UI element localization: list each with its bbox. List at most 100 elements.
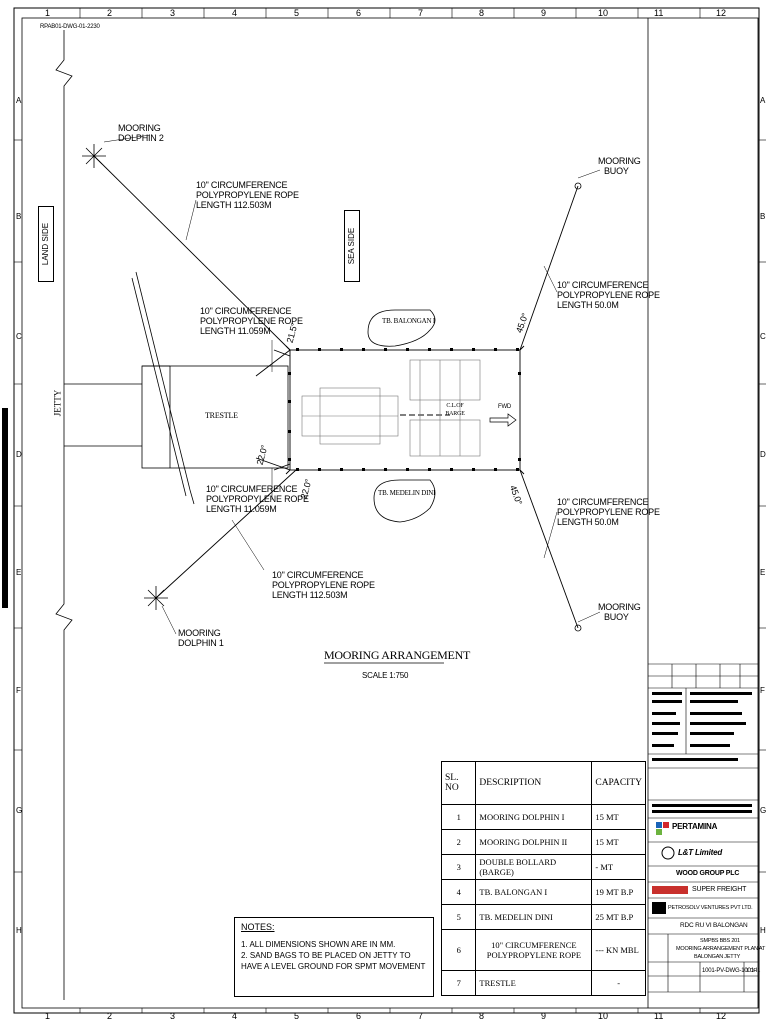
grid-number-5: 5 xyxy=(294,8,300,18)
drawing-number-top: RPAB01-DWG-01-2230 xyxy=(40,24,100,30)
grid-letter-f-right: F xyxy=(760,686,765,695)
rope-callout-spring-top: 10" CIRCUMFERENCE POLYPROPYLENE ROPE LEN… xyxy=(200,306,303,336)
grid-number-1-bottom: 1 xyxy=(45,1011,51,1021)
grid-number-10-bottom: 10 xyxy=(598,1011,609,1021)
row-capacity: - xyxy=(591,970,646,996)
sea-side-label: SEA SIDE xyxy=(344,210,360,282)
header-description: DESCRIPTION xyxy=(475,761,593,805)
rope-callout-line3: LENGTH 50.0M xyxy=(557,517,619,527)
dolphin-1-label-line1: MOORING xyxy=(178,628,221,638)
jetty-label: JETTY xyxy=(52,389,63,417)
rope-callout-line3: LENGTH 11.059M xyxy=(200,326,271,336)
shoreline xyxy=(55,30,73,1000)
row-capacity: - MT xyxy=(591,854,646,880)
grid-number-4: 4 xyxy=(232,8,238,18)
rope-callout-line1: 10" CIRCUMFERENCE xyxy=(272,570,364,580)
trestle-platform xyxy=(141,365,289,469)
row-capacity: 19 MT B.P xyxy=(591,879,646,905)
table-row: 6 10" CIRCUMFERENCE POLYPROPYLENE ROPE -… xyxy=(440,929,646,971)
table-row: 1 MOORING DOLPHIN I 15 MT xyxy=(440,804,646,830)
title-block-text-blocks xyxy=(652,692,752,813)
land-side-label: LAND SIDE xyxy=(38,206,54,282)
rope-callout-dolphin1: 10" CIRCUMFERENCE POLYPROPYLENE ROPE LEN… xyxy=(272,570,375,600)
barge-cargo xyxy=(301,359,481,457)
grid-number-11: 11 xyxy=(654,8,664,18)
row-no: 1 xyxy=(440,804,477,830)
buoy-bottom-label-line2: BUOY xyxy=(604,612,629,622)
grid-letter-a-right: A xyxy=(760,96,766,105)
project-name: RDC RU VI BALONGAN xyxy=(680,922,748,929)
grid-ticks xyxy=(14,8,766,1013)
grid-letter-h: H xyxy=(16,926,22,935)
rope-callout-line1: 10" CIRCUMFERENCE xyxy=(206,484,298,494)
grid-number-7: 7 xyxy=(418,8,424,18)
tugboat-balongan xyxy=(367,309,436,347)
fwd-label: FWD xyxy=(498,404,512,410)
rope-callout-line1: 10" CIRCUMFERENCE xyxy=(196,180,288,190)
trestle-label: TRESTLE xyxy=(205,411,238,420)
grid-letter-d: D xyxy=(16,450,22,459)
mooring-equipment-table: SL. NO DESCRIPTION CAPACITY 1 MOORING DO… xyxy=(440,761,646,996)
note-item-2: 2. SAND BAGS TO BE PLACED ON JETTY TO HA… xyxy=(241,951,426,971)
grid-number-8-bottom: 8 xyxy=(479,1011,485,1021)
grid-letter-a: A xyxy=(16,96,22,105)
rope-callout-line2: POLYPROPYLENE ROPE xyxy=(557,290,660,300)
grid-number-8: 8 xyxy=(479,8,485,18)
dolphin-2-symbol xyxy=(82,144,106,168)
grid-number-6: 6 xyxy=(356,8,362,18)
drawing-desc-2: MOORING ARRANGEMENT PLAN AT xyxy=(676,946,766,952)
row-capacity: 25 MT B.P xyxy=(591,904,646,930)
row-description: TB. MEDELIN DINI xyxy=(475,904,593,930)
header-sl-no: SL. NO xyxy=(440,761,477,805)
row-capacity: 15 MT xyxy=(591,829,646,855)
lt-logo xyxy=(661,846,675,860)
grid-number-3-bottom: 3 xyxy=(170,1011,176,1021)
table-row: 5 TB. MEDELIN DINI 25 MT B.P xyxy=(440,904,646,930)
grid-letter-b-right: B xyxy=(760,212,766,221)
contractor-lt: L&T Limited xyxy=(678,848,723,857)
grid-number-9: 9 xyxy=(541,8,547,18)
table-header-row: SL. NO DESCRIPTION CAPACITY xyxy=(440,761,646,805)
grid-letter-h-right: H xyxy=(760,926,766,935)
note-item-1: 1. ALL DIMENSIONS SHOWN ARE IN MM. xyxy=(241,940,396,949)
row-description: TB. BALONGAN I xyxy=(475,879,593,905)
rope-callout-line1: 10" CIRCUMFERENCE xyxy=(200,306,292,316)
grid-letter-f: F xyxy=(16,686,21,695)
left-margin-marks xyxy=(2,408,8,608)
grid-number-10: 10 xyxy=(598,8,609,18)
table-row: 7 TRESTLE - xyxy=(440,970,646,996)
row-description: MOORING DOLPHIN I xyxy=(475,804,593,830)
grid-number-2-bottom: 2 xyxy=(107,1011,113,1021)
client-pertamina: PERTAMINA xyxy=(672,822,718,831)
fwd-arrow xyxy=(489,413,517,427)
grid-number-1: 1 xyxy=(45,8,51,18)
grid-letter-e: E xyxy=(16,568,22,577)
grid-number-4-bottom: 4 xyxy=(232,1011,238,1021)
buoy-bottom-label-line1: MOORING xyxy=(598,602,641,612)
buoy-top-label-line2: BUOY xyxy=(604,166,629,176)
row-no: 2 xyxy=(440,829,477,855)
grid-number-7-bottom: 7 xyxy=(418,1011,424,1021)
grid-letter-c: C xyxy=(16,332,22,341)
row-no: 3 xyxy=(440,854,477,880)
petrosolv: PETROSOLV VENTURES PVT LTD. xyxy=(668,905,753,911)
jetty-structure xyxy=(64,271,289,505)
row-no: 5 xyxy=(440,904,477,930)
rope-callout-line2: POLYPROPYLENE ROPE xyxy=(206,494,309,504)
grid-letter-d-right: D xyxy=(760,450,766,459)
grid-letter-g-right: G xyxy=(760,806,767,815)
dolphin-2-label-line2: DOLPHIN 2 xyxy=(118,133,164,143)
row-description: MOORING DOLPHIN II xyxy=(475,829,593,855)
drawing-desc-1: SMPBS BBS 201 xyxy=(700,938,740,944)
table-row: 3 DOUBLE BOLLARD (BARGE) - MT xyxy=(440,854,646,880)
grid-number-12: 12 xyxy=(716,8,727,18)
barge-centerline-label: C.L.OF BARGE xyxy=(445,403,465,417)
mooring-points xyxy=(82,144,582,632)
tugboat-medelin xyxy=(373,479,436,523)
leader-lines xyxy=(103,134,601,635)
drawing-desc-3: BALONGAN JETTY xyxy=(694,954,741,960)
row-description: DOUBLE BOLLARD (BARGE) xyxy=(475,854,593,880)
mooring-lines xyxy=(93,155,579,629)
pertamina-logo xyxy=(656,822,669,835)
tb-medelin-label: TB. MEDELIN DINI xyxy=(378,489,436,497)
